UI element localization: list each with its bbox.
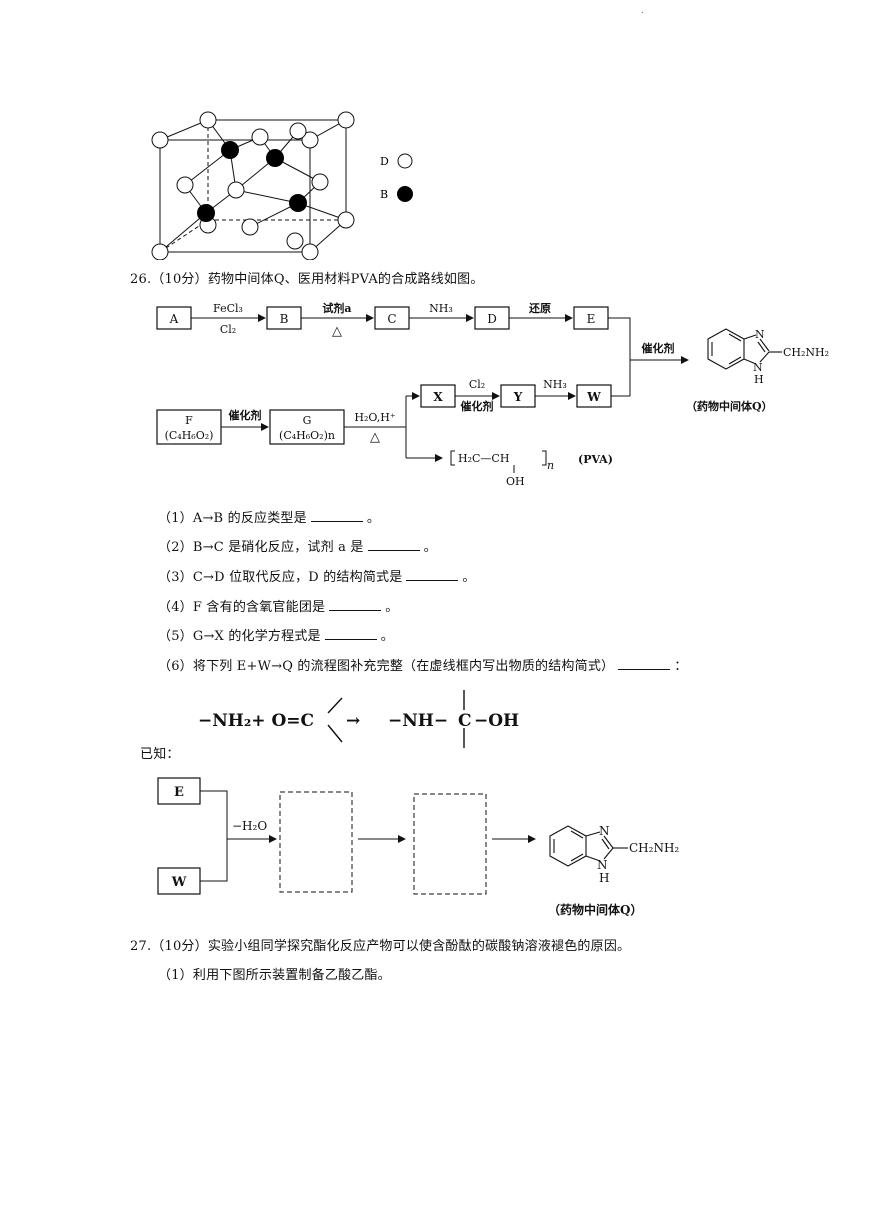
product-q-h: H [754, 373, 764, 386]
known-arrow: → [346, 711, 360, 731]
answer-blank-2[interactable] [367, 539, 420, 551]
arrow-yw-top: NH₃ [543, 378, 567, 391]
arrow-bc-bottom: △ [332, 324, 342, 339]
box-e-label: E [587, 312, 596, 326]
pva-structure [450, 450, 547, 473]
flow-product-n: N [599, 824, 610, 838]
box-x-label: X [433, 390, 443, 404]
flow-product-n2: N [597, 858, 608, 872]
box-g-formula: (C₄H₆O₂)n [279, 429, 335, 442]
known-nh: −NH− [388, 711, 448, 731]
product-q-n2: N [753, 361, 763, 374]
box-a-label: A [169, 312, 179, 326]
flow-w-label: W [171, 875, 187, 890]
flow-product-substituent: CH₂NH₂ [629, 841, 679, 855]
q26-item-5: （5）G→X 的化学方程式是。 [158, 628, 394, 644]
q26-item-1: （1）A→B 的反应类型是。 [158, 510, 381, 526]
legend-swatch-d [397, 153, 413, 169]
pva-label: (PVA) [578, 453, 613, 466]
flow-product-q-structure [549, 825, 628, 867]
q26-item-4: （4）F 含有的含氧官能团是。 [158, 599, 399, 615]
box-f [156, 409, 222, 445]
arrow-ab-bottom: Cl₂ [220, 323, 236, 336]
answer-blank-5[interactable] [324, 628, 377, 640]
q26-item-2: （2）B→C 是硝化反应，试剂 a 是。 [158, 539, 437, 555]
box-g [269, 409, 345, 445]
box-b-label: B [280, 312, 289, 326]
catalyst-join-label: 催化剂 [642, 341, 675, 355]
box-w-label: W [586, 390, 601, 404]
box-f-label: F [185, 414, 193, 427]
flow-product-h: H [599, 871, 609, 885]
arrow-fg-label: 催化剂 [229, 408, 262, 422]
crystal-cell-diagram: D B [151, 111, 413, 260]
answer-blank-6[interactable] [618, 658, 671, 670]
known-reaction-diagram: −NH₂+ O=C → −NH− C −OH [198, 690, 519, 748]
box-c-label: C [387, 312, 396, 326]
answer-box-1[interactable] [279, 791, 353, 893]
arrow-cd-top: NH₃ [429, 302, 453, 315]
arrow-g-bottom: △ [370, 430, 380, 445]
product-q-structure [707, 328, 782, 370]
arrow-g-top: H₂O,H⁺ [354, 411, 395, 424]
legend-label-b: B [380, 188, 388, 201]
page-speck: . [641, 6, 644, 15]
product-q-caption: （药物中间体Q） [686, 399, 773, 413]
legend-swatch-b [397, 186, 413, 202]
synthesis-route-diagram: A B C D E X Y W F (C₄H₆O₂) G (C₄H₆O₂)n F… [156, 301, 829, 488]
answer-blank-3[interactable] [406, 569, 459, 581]
flow-e-label: E [174, 785, 184, 800]
arrow-ab-top: FeCl₃ [213, 302, 243, 315]
box-d-label: D [487, 312, 497, 326]
q26-item-6: （6）将下列 E+W→Q 的流程图补充完整（在虚线框内写出物质的结构简式）： [158, 658, 688, 674]
q26-item-3: （3）C→D 位取代反应，D 的结构简式是。 [158, 569, 476, 585]
q27-header: 27.（10分）实验小组同学探究酯化反应产物可以使含酚酞的碳酸钠溶液褪色的原因。 [130, 939, 631, 954]
flow-product-caption: （药物中间体Q） [548, 902, 642, 917]
known-oh: −OH [474, 711, 519, 731]
answer-box-2[interactable] [413, 793, 487, 895]
ew-flow-diagram: E W −H₂O N N H CH₂NH₂ （药物中间体Q） [157, 777, 679, 917]
flow-minus-water: −H₂O [232, 819, 267, 833]
pva-oh: OH [506, 475, 525, 488]
q27-item-1: （1）利用下图所示装置制备乙酸乙酯。 [158, 968, 391, 983]
known-label: 已知： [140, 747, 180, 762]
arrow-bc-top: 试剂a [322, 301, 351, 315]
known-c: C [458, 711, 472, 731]
box-f-formula: (C₄H₆O₂) [165, 429, 214, 442]
arrow-xy-bottom: 催化剂 [461, 399, 494, 413]
product-q-n: N [755, 328, 765, 341]
box-y-label: Y [513, 390, 523, 404]
known-reactants: −NH₂+ O=C [198, 711, 314, 731]
box-g-label: G [303, 414, 312, 427]
legend-label-d: D [380, 155, 389, 168]
arrow-de-top: 还原 [528, 301, 551, 315]
q26-header: 26.（10分）药物中间体Q、医用材料PVA的合成路线如图。 [130, 272, 484, 287]
pva-chain: H₂C—CH [458, 452, 509, 465]
product-q-substituent: CH₂NH₂ [783, 346, 829, 359]
pva-n: n [547, 459, 554, 472]
answer-blank-1[interactable] [310, 510, 363, 522]
answer-blank-4[interactable] [329, 599, 382, 611]
arrow-xy-top: Cl₂ [469, 378, 485, 391]
